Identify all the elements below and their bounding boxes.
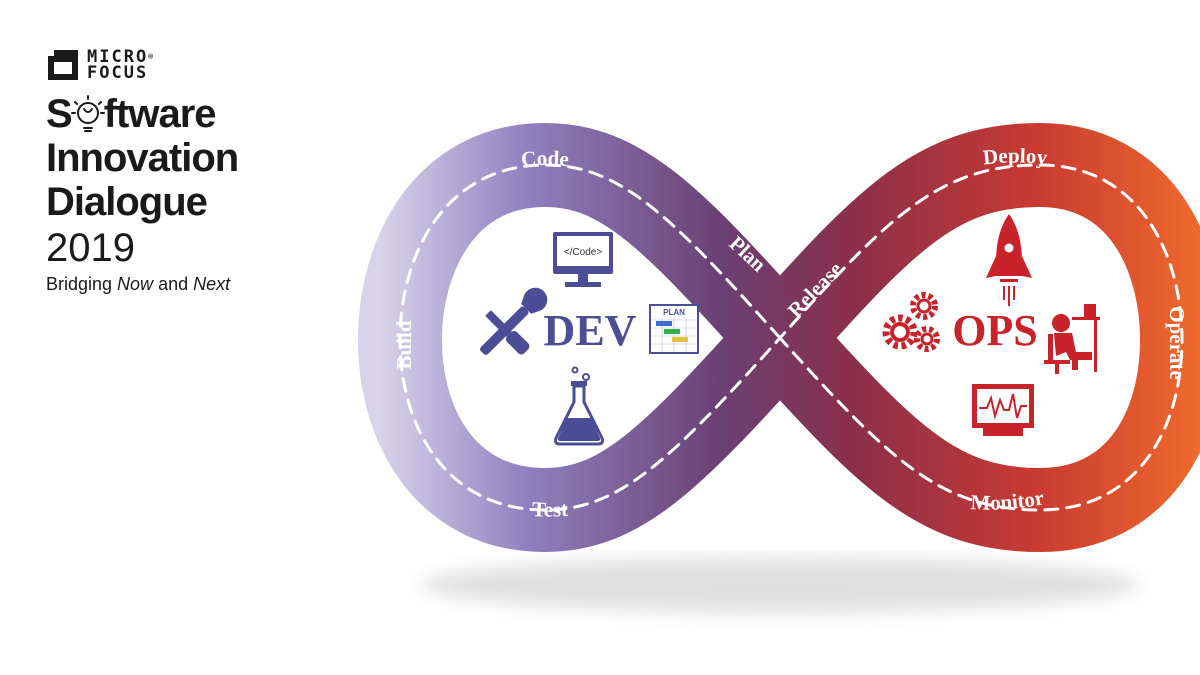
logo-line1: MICRO — [87, 47, 149, 67]
lightbulb-icon — [70, 95, 105, 132]
phase-code: Code — [520, 146, 570, 171]
phase-deploy: Deploy — [982, 143, 1049, 169]
phase-operate: Operate — [1165, 306, 1189, 380]
title-line-3: Dialogue — [46, 180, 208, 224]
wrench-screwdriver-icon — [480, 287, 548, 355]
event-branding: MICRO® FOCUS S ftware Innovation Dialogu… — [46, 48, 346, 295]
code-monitor-icon: </Code> — [553, 232, 613, 287]
title-prefix: S — [46, 92, 73, 136]
operator-at-desk-icon — [1044, 304, 1100, 374]
logo-line2: FOCUS — [87, 63, 149, 83]
title-line-2: Innovation — [46, 136, 239, 180]
plan-gantt-icon: PLAN — [649, 304, 699, 354]
lab-flask-icon — [554, 366, 604, 446]
title-suffix: ftware — [103, 92, 217, 136]
event-year: 2019 — [46, 226, 135, 270]
monitoring-screen-icon — [972, 384, 1034, 436]
registered-mark: ® — [148, 52, 156, 61]
phase-build: Build — [392, 320, 416, 369]
phase-test: Test — [531, 497, 568, 522]
rocket-icon — [986, 214, 1032, 306]
ops-label: OPS — [952, 306, 1038, 355]
plan-icon-text: PLAN — [663, 308, 685, 317]
micro-focus-mark-icon — [48, 50, 78, 80]
dev-label: DEV — [544, 306, 637, 355]
gears-icon — [882, 292, 940, 352]
title-line-1: S ftware — [46, 92, 346, 136]
micro-focus-logo: MICRO® FOCUS — [46, 48, 346, 82]
tagline: Bridging Now and Next — [46, 274, 231, 294]
code-icon-text: </Code> — [564, 247, 603, 258]
